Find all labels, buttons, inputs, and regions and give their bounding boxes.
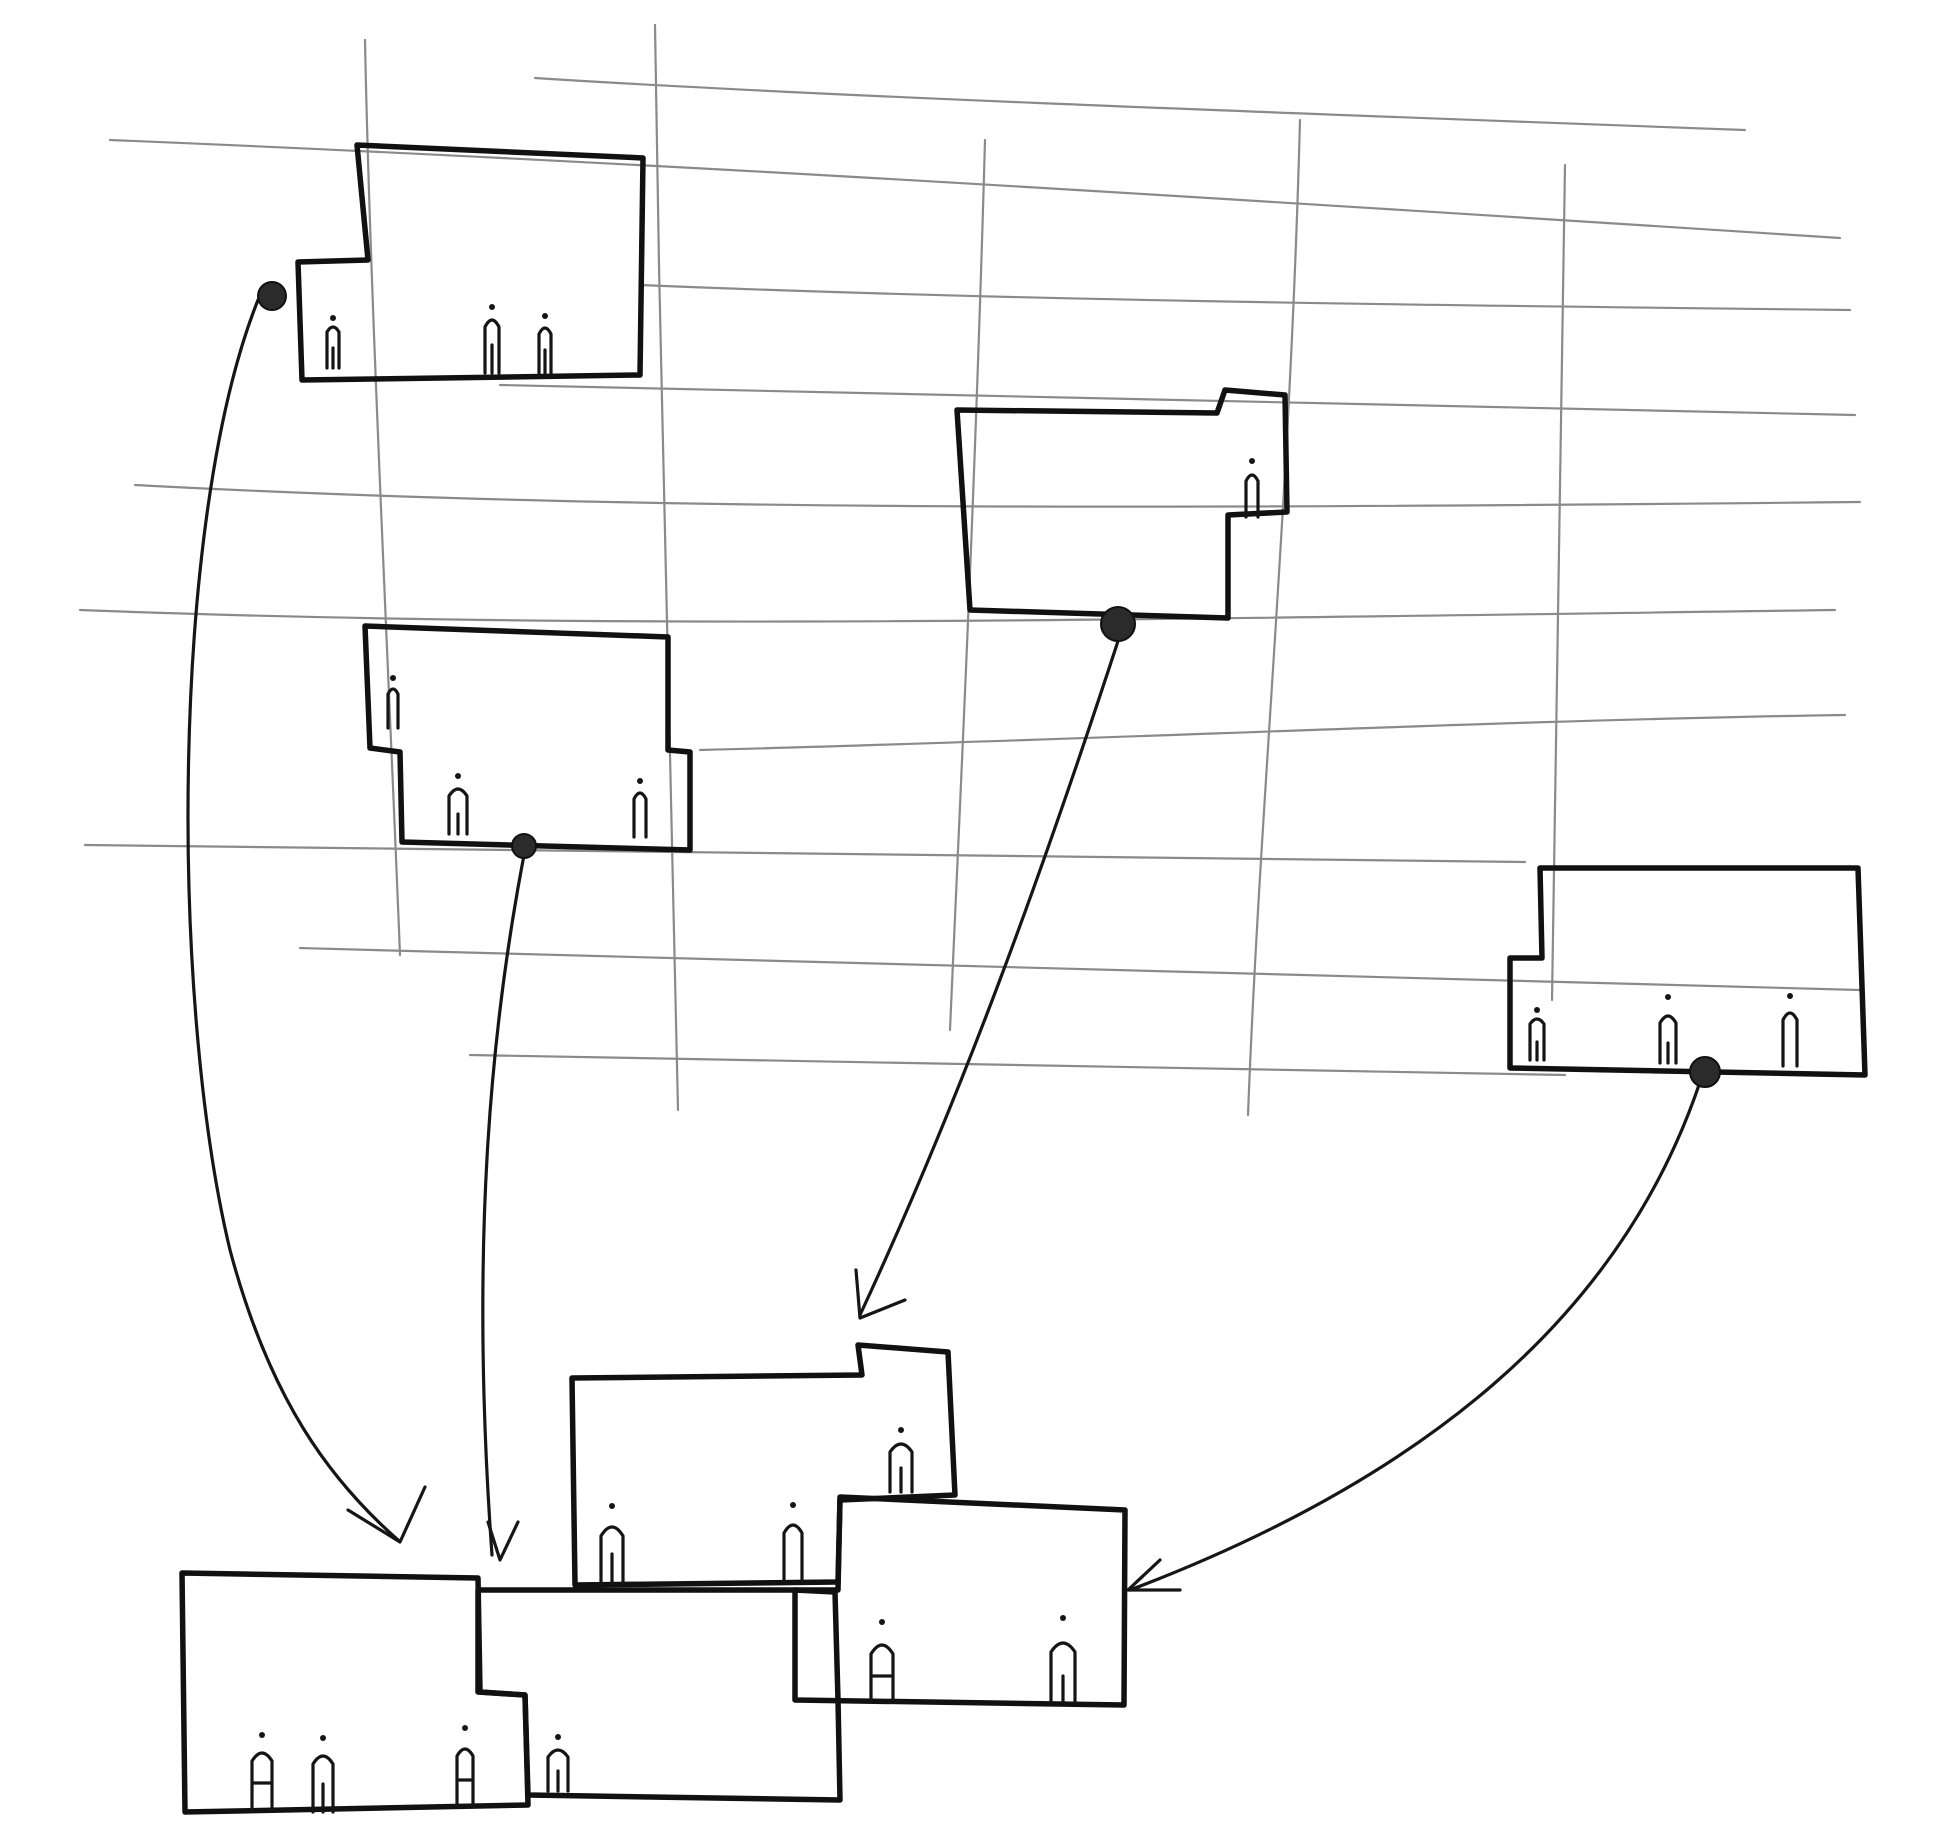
attachment-dot bbox=[511, 833, 537, 859]
person-icon bbox=[311, 1735, 335, 1814]
person-icon bbox=[1781, 993, 1799, 1068]
person-icon bbox=[1528, 1007, 1546, 1062]
person-icon bbox=[546, 1734, 570, 1793]
person-icon bbox=[537, 313, 553, 375]
person-icon bbox=[483, 304, 501, 375]
piece-top-outline bbox=[569, 1342, 958, 1588]
attachment-dot bbox=[257, 281, 287, 311]
human-figures bbox=[250, 304, 1799, 1814]
grid-horizontal-line bbox=[698, 713, 1847, 752]
grid-vertical-line bbox=[948, 138, 987, 1032]
person-icon bbox=[599, 1503, 625, 1586]
grid-horizontal-line bbox=[533, 76, 1747, 132]
arrow-head bbox=[486, 1520, 520, 1562]
connection-arrows bbox=[186, 298, 1702, 1592]
arrow-head bbox=[346, 1485, 427, 1544]
arrow-head bbox=[1126, 1558, 1182, 1592]
person-icon bbox=[447, 773, 469, 836]
person-icon bbox=[782, 1502, 804, 1583]
grid-vertical-line bbox=[1246, 118, 1302, 1117]
grid-horizontal-line bbox=[468, 1053, 1567, 1077]
arrow-block-a-to-piece-left bbox=[186, 298, 400, 1542]
person-icon bbox=[1049, 1615, 1077, 1704]
source-block-c bbox=[954, 387, 1290, 621]
grid-horizontal-line bbox=[298, 946, 1862, 992]
person-icon bbox=[632, 778, 648, 839]
arrow-block-c-to-piece-top bbox=[858, 633, 1122, 1317]
grid-horizontal-line bbox=[108, 138, 1842, 240]
grid-horizontal-line bbox=[83, 843, 1527, 864]
pencil-grid bbox=[78, 23, 1862, 1117]
person-icon bbox=[250, 1732, 274, 1813]
grid-vertical-line bbox=[363, 38, 402, 957]
attachment-dot bbox=[1100, 606, 1136, 642]
grid-horizontal-line bbox=[638, 283, 1852, 312]
person-icon bbox=[869, 1619, 895, 1702]
arrow-head bbox=[854, 1268, 907, 1320]
person-icon bbox=[455, 1725, 475, 1808]
person-icon bbox=[386, 675, 400, 730]
block-outline bbox=[295, 142, 646, 383]
source-block-b bbox=[362, 623, 693, 853]
block-outline bbox=[954, 387, 1290, 621]
block-outline bbox=[362, 623, 693, 853]
source-block-a bbox=[295, 142, 646, 383]
attachment-dots bbox=[257, 281, 1721, 1088]
assembled-cluster bbox=[179, 1342, 1128, 1815]
piece-right-outline bbox=[792, 1494, 1128, 1708]
grid-horizontal-line bbox=[78, 608, 1837, 623]
piece-middle-lower-outline bbox=[475, 1587, 843, 1803]
grid-horizontal-line bbox=[133, 483, 1862, 508]
grid-vertical-line bbox=[1550, 163, 1567, 1002]
source-block-d bbox=[1507, 865, 1868, 1078]
attachment-dot bbox=[1689, 1056, 1721, 1088]
grid-vertical-line bbox=[653, 23, 680, 1112]
person-icon bbox=[1658, 994, 1678, 1065]
arrow-block-d-to-piece-right bbox=[1128, 1080, 1702, 1592]
block-outline bbox=[1507, 865, 1868, 1078]
person-icon bbox=[888, 1427, 914, 1494]
arrow-block-b-to-piece-middle-lower bbox=[481, 848, 527, 1557]
piece-left-outline bbox=[179, 1570, 531, 1815]
person-icon bbox=[325, 315, 341, 370]
person-icon bbox=[1244, 458, 1260, 519]
